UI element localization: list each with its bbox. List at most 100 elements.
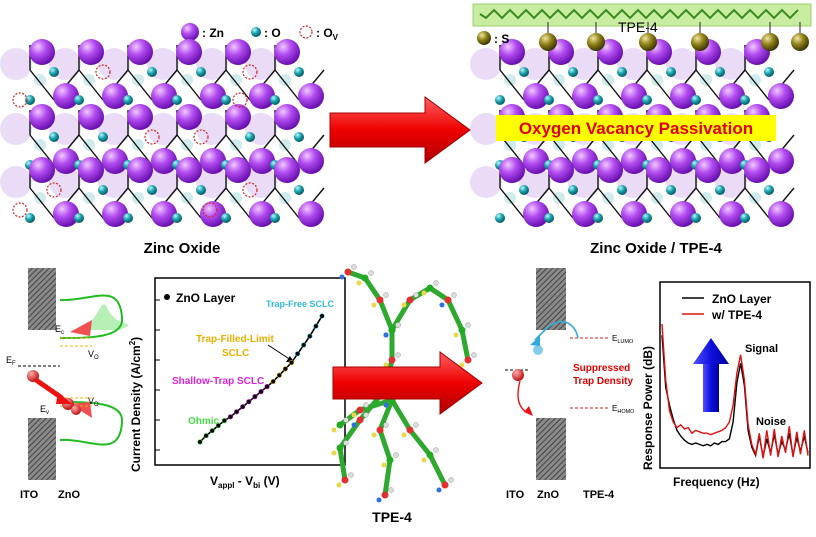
molecule-atom <box>351 422 357 428</box>
response-xlabel: Frequency (Hz) <box>673 475 760 489</box>
molecule-atom <box>421 457 427 463</box>
zn-atom <box>249 148 275 174</box>
zn-atom <box>53 201 79 227</box>
zn-atom <box>53 148 79 174</box>
o-atom <box>593 95 603 105</box>
sclc-point <box>295 351 301 357</box>
trap-arrow-icon <box>56 392 72 404</box>
bond-line <box>646 69 672 101</box>
legend-zno-layer: ZnO Layer <box>712 292 772 306</box>
zn-atom <box>274 39 300 65</box>
noise-annotation: Noise <box>756 416 786 428</box>
molecule-h-atom <box>395 352 401 358</box>
o-atom <box>617 67 627 77</box>
molecule-backbone <box>389 397 448 488</box>
o-atom <box>764 185 774 195</box>
molecule-h-atom <box>465 322 471 328</box>
zn-atom <box>719 83 745 109</box>
o-atom <box>25 213 35 223</box>
molecule-atom <box>356 280 362 286</box>
molecule-atom <box>426 451 434 459</box>
oxygen-vacancy <box>12 92 28 108</box>
molecule-h-atom <box>451 292 457 298</box>
zn-atom <box>176 104 202 130</box>
ghost-zn-atom <box>470 166 502 198</box>
ghost-zn-atom <box>0 166 32 198</box>
sclc-point <box>246 399 252 405</box>
region-trap-filled: Trap-Filled-Limit <box>196 334 274 345</box>
suppressed-label-1: Suppressed <box>573 363 630 374</box>
o-atom <box>544 213 554 223</box>
o-atom <box>49 67 59 77</box>
molecule-atom <box>376 296 384 304</box>
ghost-o-atom <box>504 74 516 86</box>
molecule-h-atom <box>383 422 389 428</box>
molecule-h-atom <box>388 487 394 493</box>
zn-atom <box>548 157 574 183</box>
ghost-o-atom <box>34 192 46 204</box>
ghost-zn-atom <box>470 113 502 145</box>
o-atom <box>270 95 280 105</box>
ghost-o-atom <box>700 139 712 151</box>
molecule-atom <box>371 432 377 438</box>
molecule-atom <box>406 296 414 304</box>
sclc-point <box>203 433 209 439</box>
zn-atom <box>176 157 202 183</box>
molecule-h-atom <box>433 280 439 286</box>
molecule-atom <box>383 332 389 338</box>
zn-atom <box>298 201 324 227</box>
molecule-atom <box>458 326 466 334</box>
zn-atom <box>78 104 104 130</box>
zn-atom <box>572 83 598 109</box>
svg-text:EHOMO: EHOMO <box>612 404 635 415</box>
bond-line <box>744 187 770 219</box>
molecule-atom <box>381 462 387 468</box>
oxygen-vacancy <box>46 182 62 198</box>
zn-atom <box>102 148 128 174</box>
svg-text:VO: VO <box>88 396 99 408</box>
o-atom <box>196 185 206 195</box>
bond-line <box>499 187 525 219</box>
zn-atom <box>621 83 647 109</box>
zn-atom <box>29 39 55 65</box>
legend-tpe4: w/ TPE-4 <box>711 308 762 322</box>
o-atom <box>740 213 750 223</box>
ghost-zn-atom <box>470 48 502 80</box>
sclc-legend-marker <box>164 294 170 300</box>
ghost-o-atom <box>700 192 712 204</box>
ghost-o-atom <box>83 192 95 204</box>
tpe4-molecule <box>331 264 477 503</box>
ghost-zn-atom <box>0 113 32 145</box>
o-atom <box>544 95 554 105</box>
region-trap-filled-2: SCLC <box>222 348 249 359</box>
molecule-h-atom <box>363 412 369 418</box>
sclc-legend-label: ZnO Layer <box>176 291 236 305</box>
sclc-point <box>270 378 276 385</box>
o-atom <box>666 67 676 77</box>
s-legend-atom <box>477 31 491 45</box>
oxygen-vacancy <box>232 92 248 108</box>
o-atom <box>519 67 529 77</box>
sclc-point <box>264 384 270 390</box>
molecule-h-atom <box>383 292 389 298</box>
ghost-o-atom <box>602 192 614 204</box>
zn-atom <box>78 39 104 65</box>
bond-line <box>29 69 55 101</box>
zn-atom <box>102 201 128 227</box>
sclc-point <box>319 313 325 319</box>
molecule-h-atom <box>351 264 357 270</box>
sclc-chart: ZnO Layer Trap-Free SCLC Trap-Filled-Lim… <box>128 277 346 490</box>
molecule-atom <box>386 456 394 464</box>
zn-atom <box>499 157 525 183</box>
o-atom <box>123 95 133 105</box>
molecule-atom <box>336 421 344 429</box>
ghost-o-atom <box>602 139 614 151</box>
ghost-o-atom <box>230 74 242 86</box>
o-atom <box>495 95 505 105</box>
svg-text:Ec: Ec <box>55 324 64 336</box>
ghost-o-atom <box>279 139 291 151</box>
ghost-zn-atom <box>196 113 228 145</box>
molecule-atom <box>376 497 382 503</box>
molecule-h-atom <box>348 472 354 478</box>
molecule-h-atom <box>393 452 399 458</box>
